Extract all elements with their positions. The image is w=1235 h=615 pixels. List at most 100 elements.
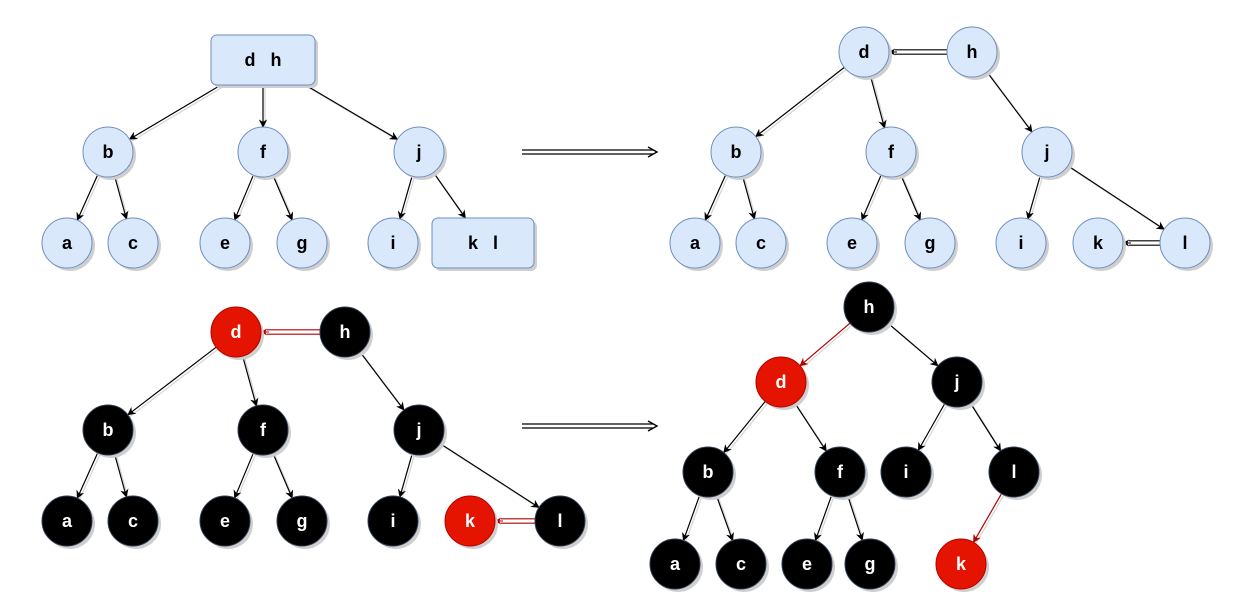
node-label: a <box>62 511 73 531</box>
node-label: e <box>802 554 812 574</box>
node-split-b: b <box>710 126 764 180</box>
node-rbtree-h: h <box>843 281 897 335</box>
edge-split-f-g <box>900 174 923 223</box>
node-colored-j: j <box>393 404 447 458</box>
node-btree-g: g <box>276 217 330 271</box>
transition-arrow-bottom <box>522 420 659 432</box>
edge-colored-b-a <box>76 452 101 501</box>
node-label: i <box>1018 233 1023 253</box>
node-split-f: f <box>865 126 919 180</box>
node-label: c <box>128 233 138 253</box>
node-btree-a: a <box>41 217 95 271</box>
node-colored-g: g <box>276 495 330 549</box>
node-rbtree-b: b <box>682 446 736 500</box>
node-btree-e: e <box>199 217 253 271</box>
node-label: j <box>1043 142 1049 162</box>
edge-colored-f-g <box>272 452 295 501</box>
node-split-d: d <box>838 26 892 80</box>
node-label: k l <box>468 233 498 253</box>
node-label: e <box>220 233 230 253</box>
node-split-j: j <box>1021 126 1075 180</box>
node-rbtree-e: e <box>781 538 835 592</box>
edge-colored-j-l <box>439 443 542 510</box>
edge-colored-b-c <box>114 453 129 500</box>
edges-colored <box>76 328 542 525</box>
edge-rbtree-h-d <box>799 322 853 369</box>
node-colored-e: e <box>199 495 253 549</box>
node-label: a <box>690 233 701 253</box>
node-split-h: h <box>946 26 1000 80</box>
node-label: c <box>736 554 746 574</box>
transition-arrow-top <box>522 146 659 158</box>
node-label: b <box>103 420 114 440</box>
node-label: e <box>847 233 857 253</box>
edge-split-b-c <box>742 175 757 222</box>
node-label: f <box>888 142 895 162</box>
node-rbtree-a: a <box>649 538 703 592</box>
node-btree-f: f <box>237 126 291 180</box>
node-label: b <box>103 142 114 162</box>
edge-btree-f-e <box>233 174 256 223</box>
node-label: i <box>390 233 395 253</box>
node-label: g <box>297 511 308 531</box>
node-label: l <box>1182 233 1187 253</box>
edge-colored-f-e <box>233 452 256 501</box>
node-label: l <box>557 511 562 531</box>
node-label: g <box>297 233 308 253</box>
edge-split-l-k <box>1122 239 1160 247</box>
edge-rbtree-b-c <box>715 495 736 543</box>
node-split-k: k <box>1072 217 1126 271</box>
node-label: h <box>967 42 978 62</box>
node-label: b <box>703 462 714 482</box>
edge-btree-dh-j <box>305 84 400 142</box>
edge-rbtree-j-i <box>917 403 948 453</box>
node-btree-i: i <box>367 217 421 271</box>
node-split-a: a <box>669 217 723 271</box>
edge-rbtree-j-l <box>969 402 1004 454</box>
node-label: k <box>956 554 967 574</box>
edge-split-j-l <box>1067 165 1167 232</box>
edge-rbtree-f-g <box>847 495 865 543</box>
edge-colored-h-j <box>359 351 407 413</box>
edge-rbtree-d-b <box>723 401 768 455</box>
node-label: b <box>731 142 742 162</box>
edges-btree <box>76 84 468 223</box>
node-colored-b: b <box>82 404 136 458</box>
node-label: k <box>465 511 476 531</box>
edge-split-d-b <box>755 66 847 140</box>
node-label: d <box>231 322 242 342</box>
node-colored-f: f <box>237 404 291 458</box>
node-label: f <box>837 462 844 482</box>
edge-btree-j-i <box>397 175 415 222</box>
node-split-g: g <box>904 217 958 271</box>
node-label: j <box>953 372 959 392</box>
node-label: j <box>415 420 421 440</box>
node-colored-l: l <box>534 495 588 549</box>
edge-rbtree-d-f <box>794 402 829 454</box>
node-label: d h <box>245 50 282 70</box>
edge-colored-j-i <box>397 453 415 500</box>
node-label: d <box>776 372 787 392</box>
node-split-l: l <box>1159 217 1213 271</box>
node-colored-c: c <box>107 495 161 549</box>
node-label: h <box>864 297 875 317</box>
node-label: k <box>1093 233 1104 253</box>
node-label: e <box>220 511 230 531</box>
node-label: a <box>62 233 73 253</box>
edge-colored-h-d <box>260 328 320 336</box>
node-label: l <box>1011 462 1016 482</box>
node-label: i <box>903 462 908 482</box>
node-label: f <box>260 420 267 440</box>
node-label: g <box>925 233 936 253</box>
node-label: i <box>390 511 395 531</box>
edge-colored-d-f <box>242 355 259 409</box>
edge-rbtree-f-e <box>814 495 835 543</box>
node-btree-kl: k l <box>431 217 537 271</box>
node-rbtree-c: c <box>715 538 769 592</box>
node-colored-a: a <box>41 495 95 549</box>
node-rbtree-k: k <box>935 538 989 592</box>
